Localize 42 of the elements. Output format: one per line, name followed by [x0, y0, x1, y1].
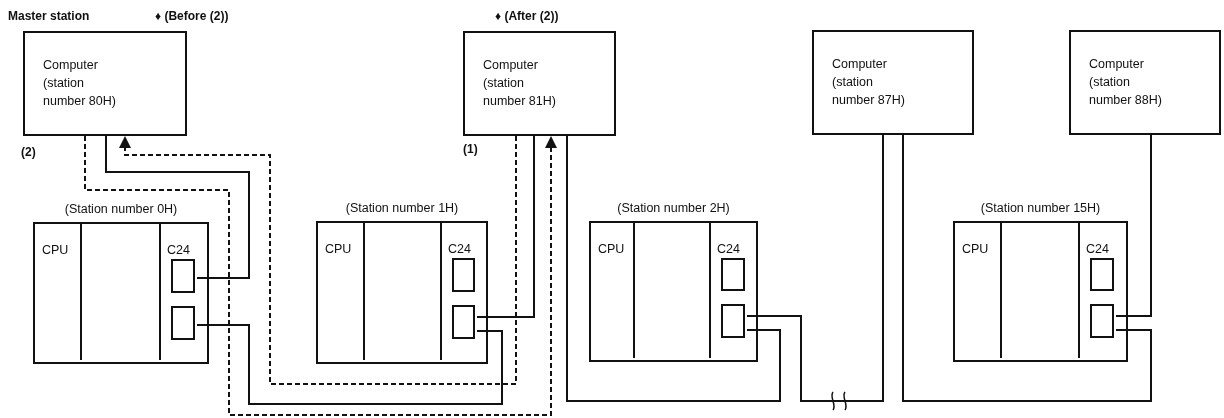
module-label: C24	[717, 241, 740, 258]
computer-label: Computer (station number 81H)	[483, 57, 557, 110]
computer-box	[1069, 30, 1221, 135]
dashed-arrow	[84, 135, 557, 416]
computer-box	[463, 31, 616, 136]
module-label: CPU	[42, 242, 69, 259]
step-number: (1)	[463, 141, 478, 158]
module-label: C24	[448, 241, 471, 258]
module-label: C24	[1086, 241, 1109, 258]
state-note: ♦ (Before (2))	[155, 8, 229, 25]
cable	[1115, 134, 1152, 317]
computer-box	[812, 30, 974, 135]
port-connector	[171, 259, 195, 293]
cable	[566, 135, 781, 402]
port-connector	[171, 306, 195, 340]
computer-label: Computer (station number 88H)	[1089, 56, 1163, 109]
cable	[746, 134, 884, 402]
cable	[105, 135, 250, 279]
port-connector	[1090, 304, 1114, 338]
port-connector	[721, 258, 745, 291]
module-label: C24	[167, 242, 190, 259]
cable	[902, 134, 1152, 402]
port-connector	[452, 305, 475, 339]
computer-box	[23, 31, 187, 136]
station-heading: (Station number 1H)	[344, 200, 460, 217]
station-heading: (Station number 15H)	[979, 200, 1102, 217]
computer-label: Computer (station number 80H)	[43, 57, 117, 110]
station-heading: (Station number 0H)	[63, 201, 179, 218]
module-label: CPU	[598, 241, 625, 258]
port-connector	[452, 258, 475, 292]
port-connector	[1090, 258, 1114, 291]
computer-label: Computer (station number 87H)	[832, 56, 906, 109]
cable	[196, 324, 503, 405]
module-label: CPU	[962, 241, 989, 258]
dashed-arrow	[119, 135, 517, 385]
port-connector	[721, 304, 745, 338]
step-number: (2)	[21, 144, 36, 161]
station-heading: (Station number 2H)	[616, 200, 731, 217]
module-label: CPU	[325, 241, 352, 258]
cable	[476, 135, 535, 318]
state-note: ♦ (After (2))	[495, 8, 559, 25]
station-caption: Master station	[8, 8, 90, 25]
